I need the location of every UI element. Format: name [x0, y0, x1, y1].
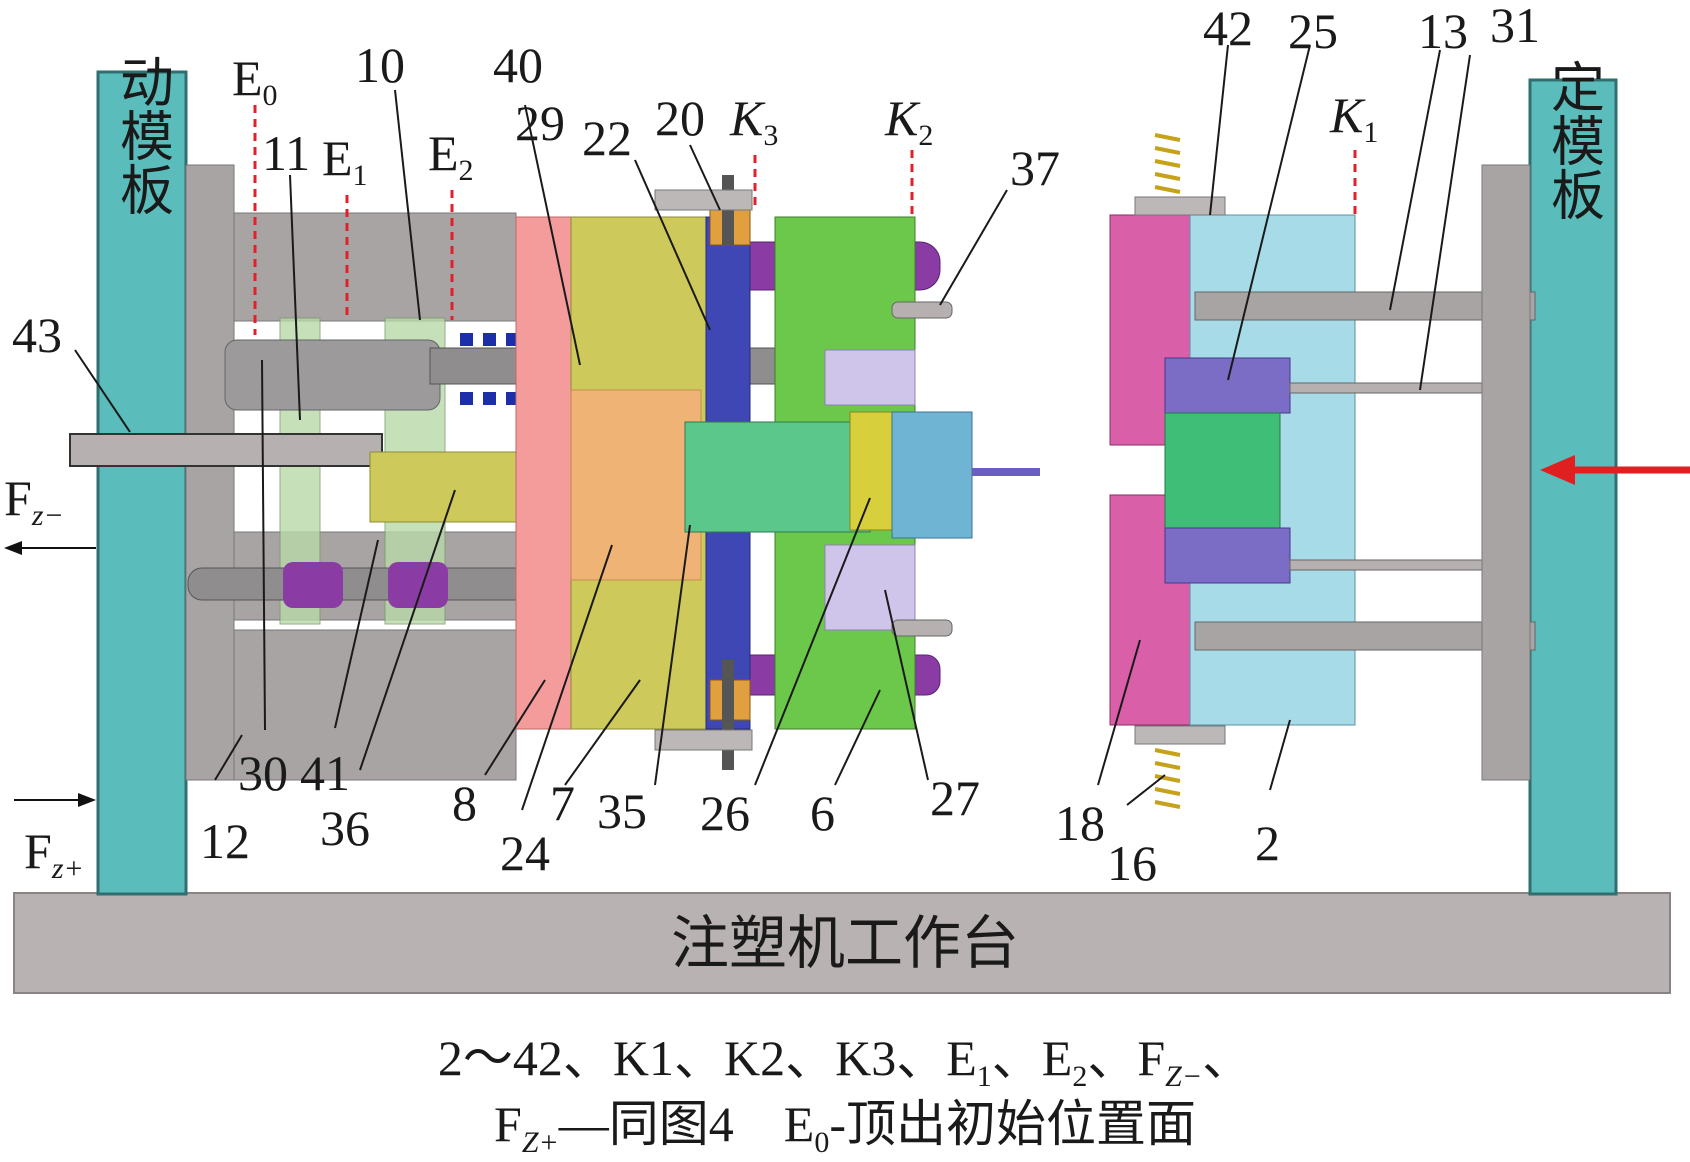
label-16: 16 [1107, 835, 1157, 891]
part-31-pin-upper [1289, 382, 1496, 394]
label-e0: E0 [232, 50, 278, 112]
lower-left-purple-pin [187, 567, 534, 601]
nozzle-pin [972, 468, 1040, 476]
injection-force-arrowhead [1540, 455, 1575, 485]
leader-lines [74, 44, 1471, 811]
part-27-slide [824, 544, 916, 631]
label-37: 37 [1010, 140, 1060, 196]
label-41: 41 [300, 745, 350, 801]
part-25-purple-block [1164, 357, 1291, 414]
part-26-yellow-insert [849, 411, 893, 531]
fz-plus-arrowhead [78, 793, 96, 807]
label-8: 8 [452, 775, 477, 831]
part-8-pink-plate [515, 216, 572, 730]
right-lower-guide [1194, 621, 1536, 651]
lower-left-purple-collar-1 [283, 562, 343, 608]
lower-pin [891, 619, 953, 637]
worktable-label: 注塑机工作台 [671, 909, 1019, 977]
part-43-bar [69, 433, 383, 467]
right-gray-frame [1481, 164, 1531, 781]
upper-spring-bracket [1134, 196, 1226, 216]
label-22: 22 [582, 110, 632, 166]
right-upper-guide [1194, 291, 1536, 321]
moving-platen [96, 70, 188, 896]
label-31: 31 [1490, 0, 1540, 53]
lower-purple-block [1164, 527, 1291, 584]
label-27: 27 [930, 770, 980, 826]
lower-bracket [654, 729, 753, 751]
label-36: 36 [320, 800, 370, 856]
label-20: 20 [655, 90, 705, 146]
label-e1: E1 [322, 130, 368, 192]
green-cavity-insert [1164, 412, 1281, 529]
label-35: 35 [597, 783, 647, 839]
label-7: 7 [550, 775, 575, 831]
label-10: 10 [355, 37, 405, 93]
label-43: 43 [12, 307, 62, 363]
fixed-platen [1528, 78, 1618, 896]
blue-gear-housing [891, 411, 973, 539]
label-2: 2 [1255, 815, 1280, 871]
label-k3: K3 [729, 90, 778, 152]
label-6: 6 [810, 785, 835, 841]
part-12-ejector-housing [185, 164, 235, 781]
part-16-spring-lower [1154, 748, 1181, 809]
label-e2: E2 [428, 125, 474, 187]
worktable-base [13, 892, 1671, 994]
part-37-pin [891, 301, 953, 319]
label-12: 12 [200, 813, 250, 869]
label-26: 26 [700, 785, 750, 841]
label-42: 42 [1203, 0, 1253, 56]
upper-slide [824, 349, 916, 406]
core-insert [684, 421, 871, 533]
upper-bracket [654, 189, 753, 211]
ejector-cylinder [224, 339, 441, 411]
fixed-platen-label: 定模板 [1542, 59, 1605, 221]
label-k2: K2 [884, 90, 933, 152]
caption-line-1: 2～42、K1、K2、K3、E1、E2、FZ−、 [437, 1030, 1253, 1093]
label-18: 18 [1055, 795, 1105, 851]
moving-platen-label: 动模板 [111, 54, 174, 216]
label-25: 25 [1288, 3, 1338, 59]
label-k1: K1 [1329, 87, 1378, 149]
label-13: 13 [1418, 3, 1468, 59]
label-11: 11 [262, 125, 310, 181]
label-fz-minus: Fz− [4, 470, 64, 532]
label-30: 30 [238, 745, 288, 801]
caption-line-2: FZ+—同图4 E0-顶出初始位置面 [494, 1096, 1196, 1159]
label-fz-plus: Fz+ [24, 823, 84, 885]
lower-left-purple-collar-2 [388, 562, 448, 608]
lower-guide-bolt [722, 660, 734, 770]
part-16-spring-upper [1154, 133, 1181, 194]
fz-minus-arrowhead [4, 541, 22, 555]
label-40: 40 [493, 37, 543, 93]
left-upper-rail [233, 212, 517, 322]
left-lower-rail [233, 629, 517, 781]
label-24: 24 [500, 825, 550, 881]
lower-spring-bracket [1134, 725, 1226, 745]
label-29: 29 [515, 95, 565, 151]
part-31-pin-lower [1289, 559, 1496, 571]
part-24-orange-insert [570, 389, 702, 581]
